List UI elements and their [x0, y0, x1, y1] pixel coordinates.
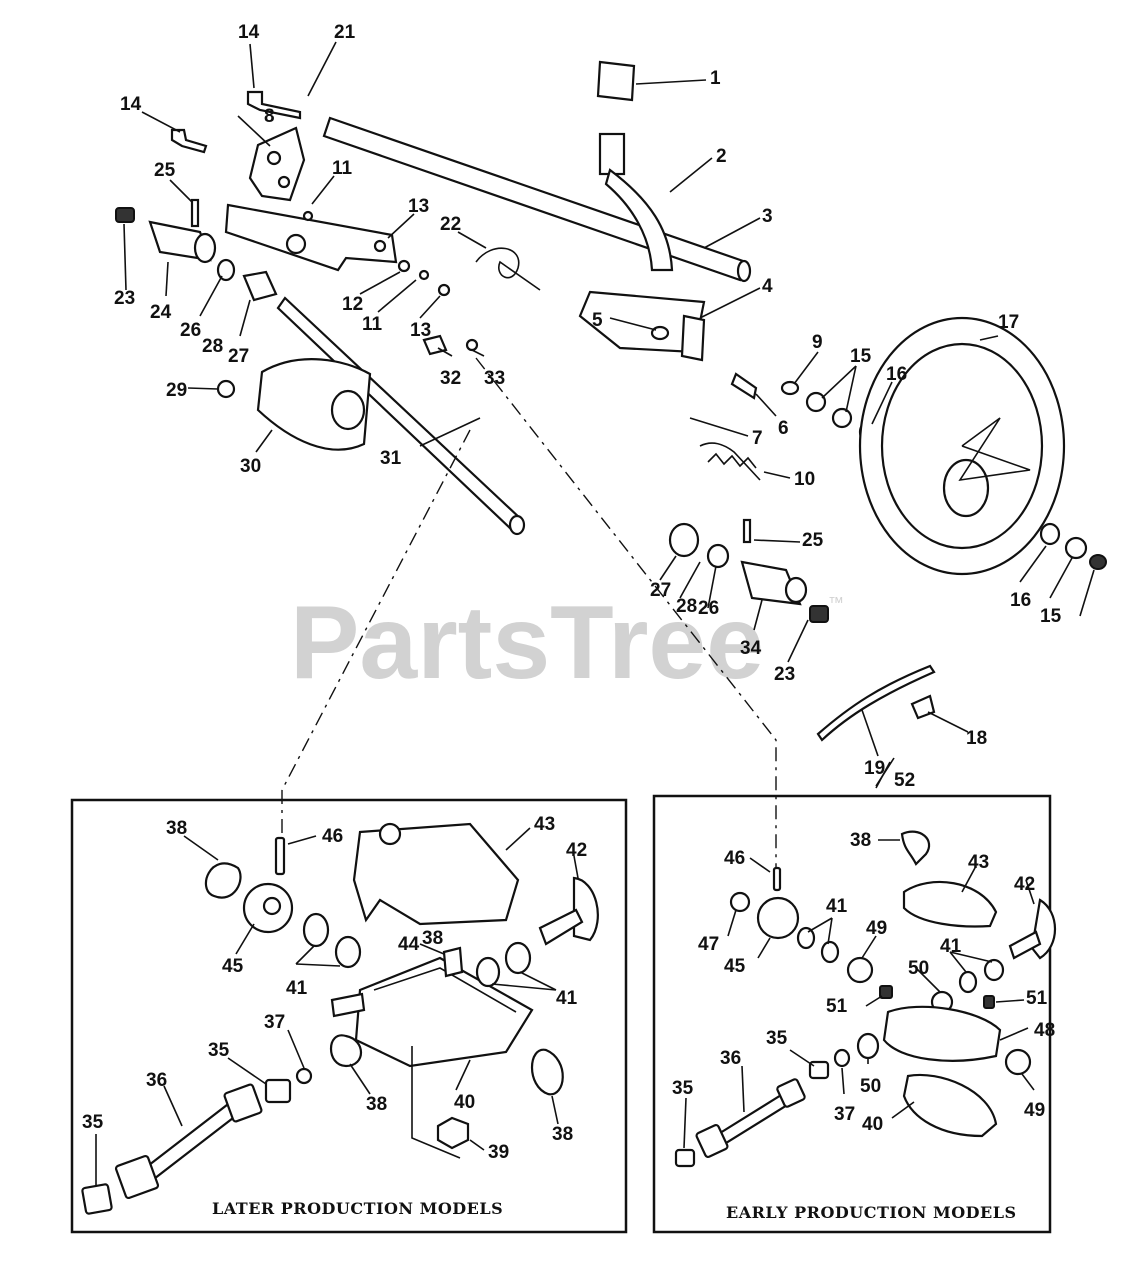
callout: 30 — [240, 456, 261, 477]
callout: 50 — [908, 958, 929, 979]
callout: 11 — [362, 314, 383, 335]
callout: 45 — [724, 956, 746, 977]
callout: 22 — [440, 214, 461, 235]
callout: 24 — [150, 302, 172, 323]
callout: 4 — [762, 276, 773, 297]
later-production-panel — [70, 798, 628, 1234]
callout: 46 — [322, 826, 343, 847]
callout: 44 — [398, 934, 420, 955]
callout: 38 — [166, 818, 187, 839]
callout: 29 — [166, 380, 187, 401]
callout: 15 — [850, 346, 872, 367]
callout: 9 — [812, 332, 823, 353]
callout: 1 — [710, 68, 721, 89]
callout: 39 — [488, 1142, 509, 1163]
callout: 41 — [826, 896, 848, 917]
callout: 51 — [826, 996, 848, 1017]
callout: 42 — [1014, 874, 1035, 895]
callout: 23 — [774, 664, 795, 685]
callout: 21 — [334, 22, 356, 43]
callout: 28 — [676, 596, 697, 617]
callout: 7 — [752, 428, 763, 449]
callout: 14 — [238, 22, 260, 43]
later-production-caption: LATER PRODUCTION MODELS — [212, 1199, 503, 1218]
callout: 52 — [894, 770, 915, 791]
callout: 41 — [556, 988, 578, 1009]
callout: 38 — [366, 1094, 387, 1115]
callout: 13 — [408, 196, 429, 217]
callout: 11 — [332, 158, 353, 179]
callout: 42 — [566, 840, 587, 861]
early-production-caption: EARLY PRODUCTION MODELS — [726, 1203, 1017, 1222]
callout: 16 — [1010, 590, 1031, 611]
callouts-later: 35 35 36 37 38 38 38 38 39 40 41 41 42 4… — [82, 814, 587, 1163]
callout: 45 — [222, 956, 244, 977]
callout: 16 — [886, 364, 907, 385]
callout: 32 — [440, 368, 461, 389]
callout: 47 — [698, 934, 719, 955]
callout: 27 — [650, 580, 671, 601]
callout: 31 — [380, 448, 402, 469]
callout: 35 — [672, 1078, 694, 1099]
callout: 43 — [968, 852, 989, 873]
callout: 38 — [552, 1124, 573, 1145]
watermark: PartsTree — [290, 585, 764, 701]
callout: 41 — [286, 978, 308, 999]
callout: 40 — [454, 1092, 475, 1113]
callout: 38 — [850, 830, 871, 851]
callout: 41 — [940, 936, 962, 957]
callout: 36 — [720, 1048, 741, 1069]
callout-separator — [875, 761, 891, 789]
callout: 25 — [154, 160, 176, 181]
callout: 3 — [762, 206, 773, 227]
callouts-early: 35 35 36 37 38 40 41 41 42 43 45 46 47 4… — [672, 830, 1055, 1135]
callout: 35 — [766, 1028, 788, 1049]
callout: 37 — [264, 1012, 285, 1033]
callout: 15 — [1040, 606, 1062, 627]
callout: 26 — [180, 320, 201, 341]
callout: 10 — [794, 469, 815, 490]
callout: 33 — [484, 368, 505, 389]
callout: 36 — [146, 1070, 167, 1091]
callout: 5 — [592, 310, 603, 331]
callout: 2 — [716, 146, 727, 167]
callout: 23 — [114, 288, 135, 309]
callout: 25 — [802, 530, 824, 551]
callout: 19 — [864, 758, 885, 779]
callouts-main: 1 2 3 4 5 6 7 8 9 10 11 11 12 13 13 14 1… — [114, 22, 1062, 791]
callout: 8 — [264, 106, 275, 127]
watermark-trademark: ™ — [828, 595, 844, 612]
callout: 14 — [120, 94, 142, 115]
callout: 13 — [410, 320, 431, 341]
callout: 43 — [534, 814, 555, 835]
callout: 12 — [342, 294, 363, 315]
callout: 49 — [866, 918, 887, 939]
callout: 18 — [966, 728, 987, 749]
callout: 26 — [698, 598, 719, 619]
early-production-panel — [652, 794, 1056, 1234]
callout: 48 — [1034, 1020, 1055, 1041]
main-assembly — [115, 41, 1107, 872]
callout: 51 — [1026, 988, 1048, 1009]
callout: 34 — [740, 638, 762, 659]
callout: 50 — [860, 1076, 881, 1097]
callout: 38 — [422, 928, 443, 949]
callout: 49 — [1024, 1100, 1045, 1121]
callout: 6 — [778, 418, 789, 439]
callout: 37 — [834, 1104, 855, 1125]
callout: 40 — [862, 1114, 883, 1135]
callout: 35 — [82, 1112, 104, 1133]
callout: 17 — [998, 312, 1019, 333]
callout: 27 — [228, 346, 249, 367]
callout: 46 — [724, 848, 745, 869]
callout: 35 — [208, 1040, 230, 1061]
callout: 28 — [202, 336, 223, 357]
